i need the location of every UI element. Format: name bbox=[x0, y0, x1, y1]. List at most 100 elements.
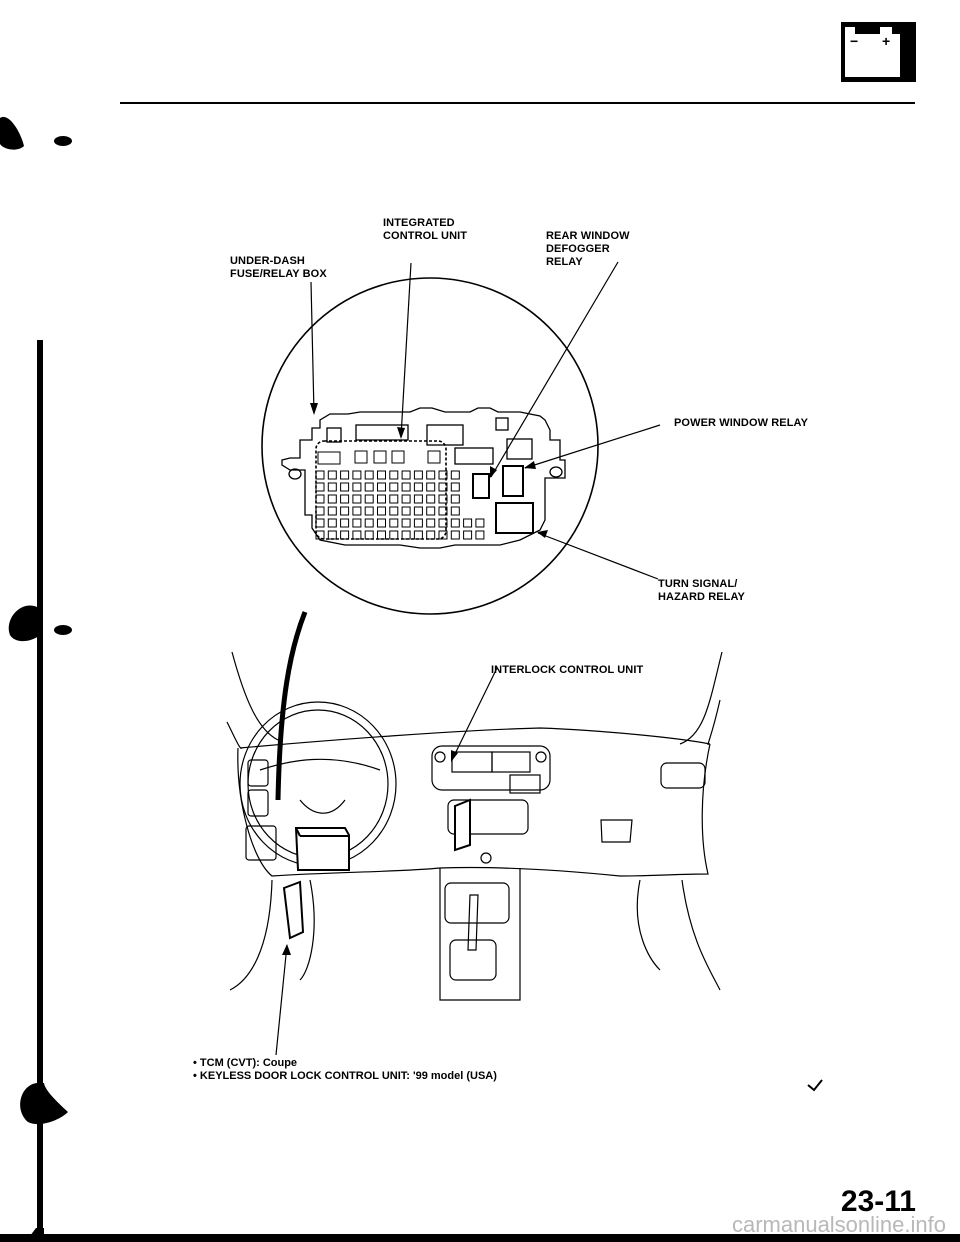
fuse-slot bbox=[364, 470, 374, 480]
control-units bbox=[282, 798, 471, 940]
fuse-slot bbox=[315, 506, 325, 516]
fuse-slot bbox=[327, 494, 337, 504]
leader-lines bbox=[275, 261, 661, 1056]
fuse-slot bbox=[401, 530, 411, 540]
fuse-slot bbox=[475, 530, 485, 540]
fuse-slot bbox=[352, 470, 362, 480]
fuse-slot bbox=[401, 506, 411, 516]
fuse-slot bbox=[438, 482, 448, 492]
fuse-slot bbox=[401, 518, 411, 528]
fuse-slot bbox=[340, 506, 350, 516]
fuse-slot bbox=[426, 494, 436, 504]
turn-signal-hazard-relay bbox=[495, 502, 534, 534]
watermark: carmanualsonline.info bbox=[731, 1212, 946, 1237]
battery-icon: − + bbox=[841, 22, 916, 82]
fuse-slot bbox=[426, 530, 436, 540]
fuse-slot bbox=[340, 494, 350, 504]
fuse-slot bbox=[438, 470, 448, 480]
fuse-slot bbox=[450, 506, 460, 516]
tcm-keyless-unit bbox=[282, 880, 305, 940]
note-tcm: • TCM (CVT): Coupe bbox=[193, 1057, 298, 1069]
relay-socket bbox=[354, 450, 368, 464]
fuse-slot bbox=[401, 482, 411, 492]
fuse-slot bbox=[315, 482, 325, 492]
fuse-slot bbox=[377, 518, 386, 528]
fuse-slot bbox=[475, 518, 485, 528]
fuse-slot bbox=[377, 494, 386, 504]
fuse-slot bbox=[413, 506, 423, 516]
fuse-slot bbox=[426, 482, 436, 492]
fuse-slot bbox=[315, 530, 325, 540]
fuse-slot bbox=[463, 530, 473, 540]
relay-socket bbox=[391, 450, 405, 464]
page-number: 23-11 bbox=[840, 1185, 916, 1218]
fuse-slot bbox=[377, 506, 386, 516]
binder-marks bbox=[0, 116, 72, 1236]
fuse-slot bbox=[438, 530, 448, 540]
label-interlock-control-unit: INTERLOCK CONTROL UNIT bbox=[491, 664, 644, 676]
fuse-slot bbox=[364, 530, 374, 540]
fuse-slot bbox=[450, 494, 460, 504]
fuse-slot bbox=[377, 530, 386, 540]
fuse-slot bbox=[327, 506, 337, 516]
fuse-slot bbox=[352, 530, 362, 540]
battery-minus: − bbox=[850, 33, 858, 49]
fuse-slot bbox=[426, 470, 436, 480]
fuse-slot bbox=[426, 506, 436, 516]
dashboard-drawing bbox=[226, 651, 723, 1001]
fuse-slot bbox=[426, 518, 436, 528]
fuse-slot bbox=[438, 506, 448, 516]
fuse-slot bbox=[389, 470, 399, 480]
fuse-slot bbox=[352, 518, 362, 528]
power-window-relay bbox=[502, 465, 524, 497]
fuse-slot bbox=[352, 482, 362, 492]
arrowheads bbox=[282, 403, 548, 955]
relay-socket bbox=[317, 451, 341, 465]
fuse-relay-box bbox=[281, 407, 566, 549]
fuse-slot bbox=[389, 482, 399, 492]
fuse-slot bbox=[413, 518, 423, 528]
under-dash-unit bbox=[294, 827, 350, 871]
fuse-slot bbox=[413, 482, 423, 492]
fuse-slot bbox=[413, 530, 423, 540]
fuse-slot bbox=[340, 482, 350, 492]
label-turn-signal-hazard-relay: TURN SIGNAL/ HAZARD RELAY bbox=[658, 578, 745, 603]
fuse-slot bbox=[450, 518, 460, 528]
fuse-slot bbox=[438, 494, 448, 504]
fuse-grid bbox=[315, 450, 485, 540]
fuse-slot bbox=[364, 506, 374, 516]
fuse-slot bbox=[401, 494, 411, 504]
magnifier-pointer bbox=[275, 611, 308, 801]
fuse-slot bbox=[364, 518, 374, 528]
battery-plus: + bbox=[882, 33, 890, 49]
label-under-dash-fuse-relay-box: UNDER-DASH FUSE/RELAY BOX bbox=[230, 255, 327, 280]
fuse-slot bbox=[389, 530, 399, 540]
fuse-slot bbox=[327, 518, 337, 528]
note-keyless: • KEYLESS DOOR LOCK CONTROL UNIT: '99 mo… bbox=[193, 1070, 497, 1082]
fuse-slot bbox=[389, 506, 399, 516]
fuse-slot bbox=[352, 494, 362, 504]
fuse-slot bbox=[327, 482, 337, 492]
fuse-slot bbox=[327, 470, 337, 480]
fuse-slot bbox=[389, 494, 399, 504]
fuse-slot bbox=[450, 470, 460, 480]
fuse-slot bbox=[364, 482, 374, 492]
fuse-slot bbox=[450, 530, 460, 540]
fuse-slot bbox=[352, 506, 362, 516]
fuse-slot bbox=[413, 470, 423, 480]
check-mark bbox=[807, 1079, 823, 1092]
fuse-slot bbox=[377, 482, 386, 492]
fuse-slot bbox=[413, 494, 423, 504]
magnifier-circle bbox=[261, 277, 599, 615]
fuse-slot bbox=[340, 470, 350, 480]
fuse-slot bbox=[340, 518, 350, 528]
rear-window-defogger-relay bbox=[472, 473, 490, 499]
notes: • TCM (CVT): Coupe • KEYLESS DOOR LOCK C… bbox=[193, 1057, 497, 1083]
fuse-slot bbox=[401, 470, 411, 480]
fuse-slot bbox=[315, 470, 325, 480]
fuse-slot bbox=[315, 494, 325, 504]
footer-rule bbox=[0, 1234, 960, 1242]
fuse-slot bbox=[450, 482, 460, 492]
fuse-slot bbox=[463, 518, 473, 528]
